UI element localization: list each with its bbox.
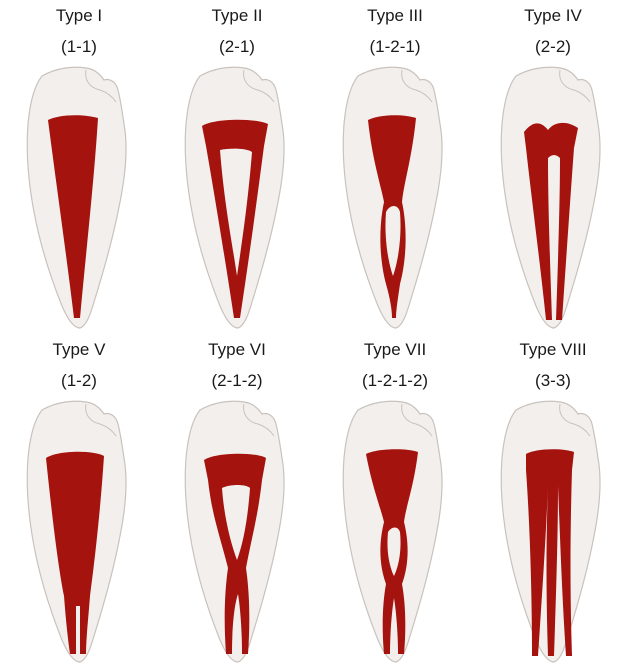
type-code: (3-3)	[474, 371, 632, 391]
type-cell-3: Type III (1-2-1)	[316, 0, 474, 334]
tooth-icon	[158, 396, 316, 668]
tooth-figure	[0, 62, 158, 334]
type-code: (1-2-1-2)	[316, 371, 474, 391]
type-code: (2-1-2)	[158, 371, 316, 391]
tooth-icon	[158, 62, 316, 334]
type-cell-8: Type VIII (3-3)	[474, 334, 632, 668]
tooth-figure	[316, 396, 474, 668]
tooth-icon	[474, 396, 632, 668]
tooth-icon	[474, 62, 632, 334]
type-cell-5: Type V (1-2)	[0, 334, 158, 668]
type-name: Type VIII	[474, 340, 632, 360]
type-cell-7: Type VII (1-2-1-2)	[316, 334, 474, 668]
type-code: (2-2)	[474, 37, 632, 57]
tooth-figure	[158, 62, 316, 334]
type-name: Type II	[158, 6, 316, 26]
type-name: Type VII	[316, 340, 474, 360]
tooth-figure	[0, 396, 158, 668]
tooth-outline	[343, 401, 442, 662]
type-name: Type IV	[474, 6, 632, 26]
type-cell-1: Type I (1-1)	[0, 0, 158, 334]
tooth-figure	[158, 396, 316, 668]
tooth-icon	[0, 62, 158, 334]
type-name: Type VI	[158, 340, 316, 360]
tooth-figure	[474, 62, 632, 334]
type-name: Type V	[0, 340, 158, 360]
tooth-icon	[316, 396, 474, 668]
tooth-outline	[185, 401, 284, 662]
type-cell-6: Type VI (2-1-2)	[158, 334, 316, 668]
type-name: Type III	[316, 6, 474, 26]
type-cell-4: Type IV (2-2)	[474, 0, 632, 334]
type-code: (1-1)	[0, 37, 158, 57]
type-code: (2-1)	[158, 37, 316, 57]
type-name: Type I	[0, 6, 158, 26]
root-canal	[526, 449, 574, 656]
type-code: (1-2-1)	[316, 37, 474, 57]
tooth-figure	[316, 62, 474, 334]
type-cell-2: Type II (2-1)	[158, 0, 316, 334]
type-code: (1-2)	[0, 371, 158, 391]
tooth-icon	[0, 396, 158, 668]
tooth-figure	[474, 396, 632, 668]
tooth-icon	[316, 62, 474, 334]
